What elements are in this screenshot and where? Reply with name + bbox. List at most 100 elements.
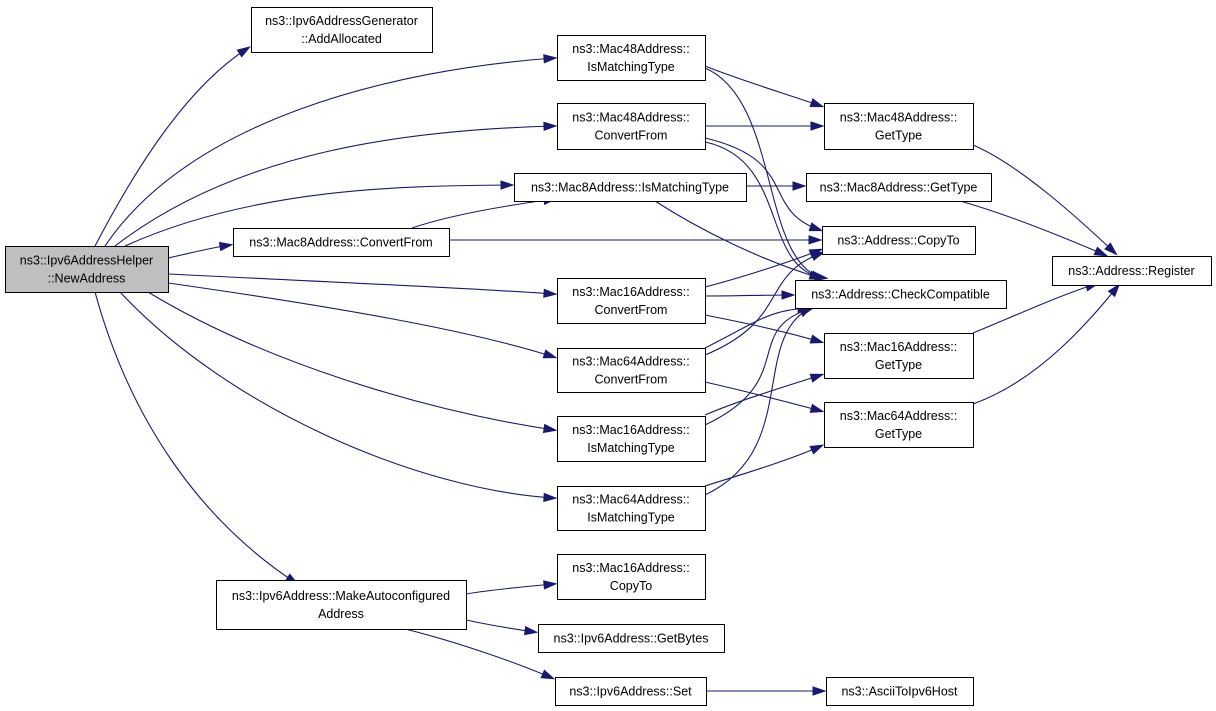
edge-line	[704, 307, 809, 349]
node-addr_register[interactable]: ns3::Address::Register	[1052, 256, 1212, 286]
edge-line	[465, 583, 555, 595]
arrowhead-icon	[1093, 246, 1109, 257]
node-addr_checkcompat[interactable]: ns3::Address::CheckCompatible	[795, 280, 1007, 309]
arrowhead-icon	[543, 580, 558, 590]
arrowhead-icon	[812, 686, 827, 696]
node-label: ns3::Ipv6AddressGenerator	[265, 14, 418, 28]
node-box	[216, 580, 467, 630]
arrowhead-icon	[542, 423, 558, 434]
call-edge-mac16_ismatch-to-mac16_gettype	[704, 373, 825, 416]
node-box	[1052, 256, 1212, 286]
arrowhead-icon	[1107, 283, 1121, 298]
node-addr_copyto[interactable]: ns3::Address::CopyTo	[822, 226, 976, 255]
edge-line	[704, 307, 811, 496]
node-mac8_ismatch[interactable]: ns3::Mac8Address::IsMatchingType	[514, 173, 747, 202]
edge-line	[124, 184, 512, 247]
edge-line	[147, 291, 555, 431]
call-edge-mac64_ismatch-to-mac64_gettype	[704, 444, 825, 487]
arrowhead-icon	[543, 492, 558, 503]
call-edge-mac8_gettype-to-addr_register	[959, 200, 1109, 257]
call-edge-mac8_ismatch-to-mac8_gettype	[746, 181, 807, 191]
call-edge-mac64_convert-to-mac64_gettype	[704, 381, 825, 413]
call-edge-root-to-mac48_convert	[114, 121, 558, 247]
node-label: ns3::Mac16Address::	[572, 285, 689, 299]
node-mac16_gettype[interactable]: ns3::Mac16Address::GetType	[824, 333, 974, 379]
call-edge-ipv6_makeauto-to-ipv6_getbytes	[465, 619, 539, 636]
node-label: ns3::Mac8Address::GetType	[820, 181, 978, 195]
node-label: ns3::Mac48Address::	[572, 111, 689, 125]
edge-line	[654, 200, 821, 279]
edge-line	[959, 200, 1106, 256]
node-mac48_ismatch[interactable]: ns3::Mac48Address::IsMatchingType	[557, 35, 706, 81]
call-edge-root-to-mac8_convert	[167, 241, 234, 259]
node-box	[824, 103, 974, 150]
node-label: ConvertFrom	[595, 303, 668, 317]
arrowhead-icon	[809, 334, 825, 344]
node-mac64_convert[interactable]: ns3::Mac64Address::ConvertFrom	[557, 348, 706, 393]
node-box	[233, 228, 450, 257]
node-ipv6_getbytes[interactable]: ns3::Ipv6Address::GetBytes	[538, 624, 725, 653]
call-edge-root-to-mac16_convert	[167, 273, 558, 298]
node-label: ns3::Ipv6Address::MakeAutoconfigured	[232, 589, 450, 603]
call-edge-root-to-mac64_convert	[167, 282, 558, 359]
arrowhead-icon	[809, 444, 825, 455]
call-edge-ipv6_makeauto-to-ipv6_set	[404, 628, 556, 680]
node-mac16_convert[interactable]: ns3::Mac16Address::ConvertFrom	[557, 278, 706, 324]
node-box	[514, 173, 747, 202]
arrowhead-icon	[810, 251, 826, 261]
node-label: IsMatchingType	[587, 60, 675, 74]
edge-line	[972, 144, 1116, 254]
node-box	[557, 554, 706, 600]
node-label: ::AddAllocated	[301, 32, 382, 46]
arrowhead-icon	[543, 288, 558, 298]
node-mac16_copyto[interactable]: ns3::Mac16Address::CopyTo	[557, 554, 706, 600]
node-box	[555, 677, 707, 706]
node-ipv6_set[interactable]: ns3::Ipv6Address::Set	[555, 677, 707, 706]
node-ascii_toipv6host[interactable]: ns3::AsciiToIpv6Host	[826, 677, 974, 706]
node-box	[822, 226, 976, 255]
arrowhead-icon	[808, 235, 823, 245]
arrowhead-icon	[810, 121, 825, 131]
node-box	[5, 246, 169, 293]
node-mac8_convert[interactable]: ns3::Mac8Address::ConvertFrom	[233, 228, 450, 257]
edge-line	[167, 282, 555, 358]
edge-line	[119, 291, 555, 499]
node-mac48_convert[interactable]: ns3::Mac48Address::ConvertFrom	[557, 103, 706, 150]
node-mac48_gettype[interactable]: ns3::Mac48Address::GetType	[824, 103, 974, 150]
edge-line	[411, 198, 555, 229]
node-mac16_ismatch[interactable]: ns3::Mac16Address::IsMatchingType	[557, 416, 706, 462]
call-edge-mac64_convert-to-addr_copyto	[704, 251, 826, 356]
arrowhead-icon	[543, 121, 558, 131]
edge-line	[94, 47, 249, 247]
node-root: ns3::Ipv6AddressHelper::NewAddress	[5, 246, 169, 293]
arrowhead-icon	[809, 403, 825, 413]
arrowhead-icon	[792, 181, 807, 191]
node-gen_addalloc[interactable]: ns3::Ipv6AddressGenerator::AddAllocated	[251, 7, 433, 53]
call-edge-ipv6_set-to-ascii_toipv6host	[706, 686, 827, 696]
arrowhead-icon	[540, 669, 556, 680]
node-label: ns3::Mac64Address::	[572, 493, 689, 507]
node-label: Address	[318, 607, 364, 621]
call-edge-mac16_convert-to-addr_checkcompat	[704, 290, 796, 300]
node-label: ns3::Mac8Address::ConvertFrom	[249, 236, 432, 250]
node-box	[806, 173, 992, 202]
edge-line	[972, 285, 1119, 405]
edge-line	[114, 125, 555, 247]
node-box	[557, 348, 706, 393]
node-ipv6_makeauto[interactable]: ns3::Ipv6Address::MakeAutoconfiguredAddr…	[216, 580, 467, 630]
edge-line	[704, 294, 793, 297]
call-edge-mac8_convert-to-addr_copyto	[448, 235, 823, 245]
node-mac64_ismatch[interactable]: ns3::Mac64Address::IsMatchingType	[557, 486, 706, 531]
edge-line	[448, 238, 820, 241]
edge-line	[704, 314, 822, 343]
edge-line	[704, 252, 823, 356]
edge-line	[704, 374, 822, 416]
node-mac8_gettype[interactable]: ns3::Mac8Address::GetType	[806, 173, 992, 202]
arrowhead-icon	[218, 241, 234, 252]
edge-line	[704, 381, 822, 412]
arrowhead-icon	[808, 270, 824, 280]
node-label: ns3::Address::Register	[1068, 264, 1194, 278]
node-label: ConvertFrom	[595, 373, 668, 387]
node-mac64_gettype[interactable]: ns3::Mac64Address::GetType	[824, 402, 974, 448]
